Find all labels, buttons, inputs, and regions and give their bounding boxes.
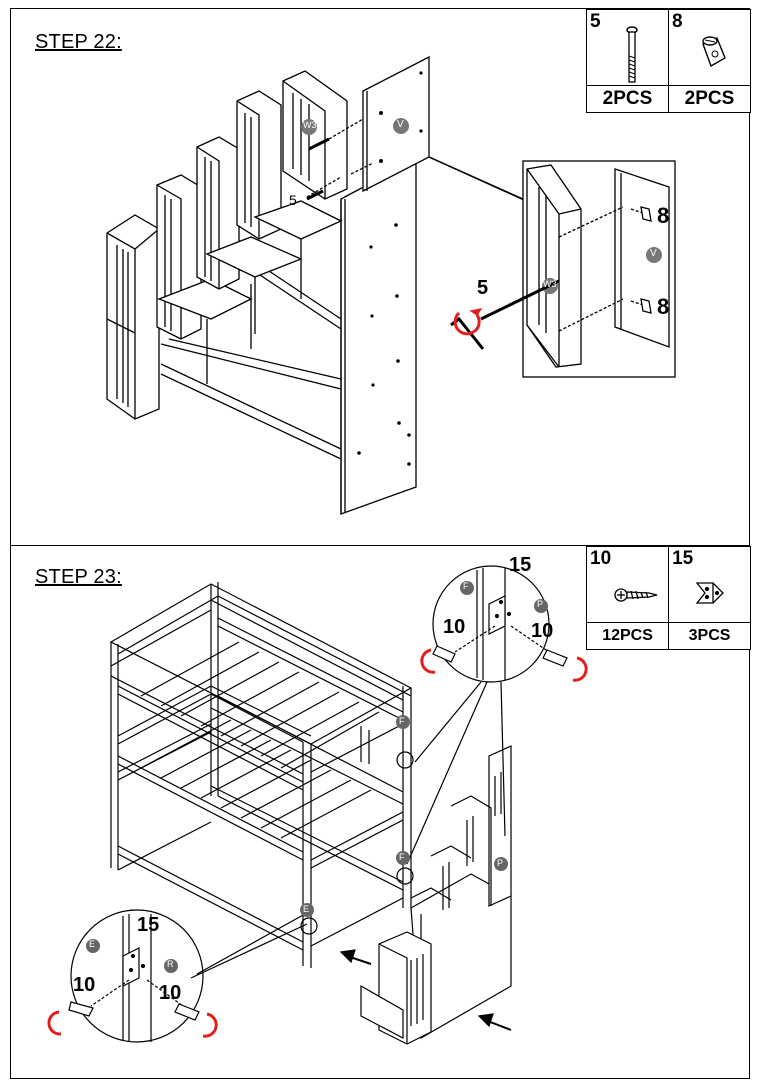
- bed-marker-top: F: [399, 716, 405, 726]
- bolt-callout: 5: [289, 192, 297, 208]
- hardware-number: 8: [672, 11, 683, 32]
- stair-marker: P: [497, 858, 504, 868]
- bottom-detail-bracket-label: 15: [137, 914, 160, 936]
- step-22-panel: STEP 22: 5 8: [10, 8, 751, 546]
- top-detail-screw-left: 10: [443, 616, 466, 638]
- detail-bolt-label: 5: [477, 277, 489, 299]
- step-23-hardware-table: 10 15 12PCS 3PCS: [585, 546, 751, 650]
- hardware-number: 15: [672, 548, 694, 569]
- hardware-number: 5: [590, 11, 601, 32]
- detail-label-v: V: [650, 248, 657, 259]
- detail-nut-label-bottom: 8: [657, 294, 670, 319]
- hardware-cell-barrel-nut: 8: [668, 9, 751, 86]
- hardware-qty: 2PCS: [586, 85, 669, 113]
- part-label-v: V: [397, 119, 404, 130]
- hardware-cell-screw: 10: [585, 546, 670, 623]
- step-22-hardware-table: 5 8: [586, 9, 751, 113]
- hardware-qty: 3PCS: [668, 622, 751, 650]
- detail-nut-label-top: 8: [657, 203, 670, 228]
- step-23-bed-drawing: [47, 565, 588, 1045]
- detail-label-w3: W3: [543, 279, 557, 289]
- hardware-cell-bracket: 15: [668, 546, 751, 623]
- bottom-detail-e: E: [89, 939, 96, 949]
- hardware-number: 10: [590, 548, 612, 569]
- top-detail-bracket-label: 15: [509, 554, 532, 576]
- barrel-nut-icon: [702, 36, 726, 68]
- bolt-icon: [626, 26, 638, 83]
- top-detail-screw-right: 10: [531, 620, 554, 642]
- bottom-detail-screw-left: 10: [73, 974, 96, 996]
- bed-marker-mid: F: [399, 852, 405, 862]
- step-23-title: STEP 23:: [35, 566, 122, 588]
- hardware-qty: 12PCS: [585, 622, 670, 650]
- bottom-detail-screw-right: 10: [159, 982, 182, 1004]
- hardware-qty: 2PCS: [668, 85, 751, 113]
- top-detail-f: F: [463, 581, 469, 591]
- part-label-w3: W3: [303, 120, 317, 130]
- screw-icon: [614, 588, 658, 602]
- top-detail-p: P: [537, 599, 544, 609]
- bottom-detail-r: R: [167, 959, 174, 969]
- step-22-title: STEP 22:: [35, 31, 122, 53]
- bed-marker-low: E: [303, 904, 310, 914]
- corner-bracket-icon: [695, 582, 725, 604]
- step-23-panel: STEP 23: 10 15: [10, 545, 751, 1079]
- step-22-stair-drawing: [106, 55, 676, 515]
